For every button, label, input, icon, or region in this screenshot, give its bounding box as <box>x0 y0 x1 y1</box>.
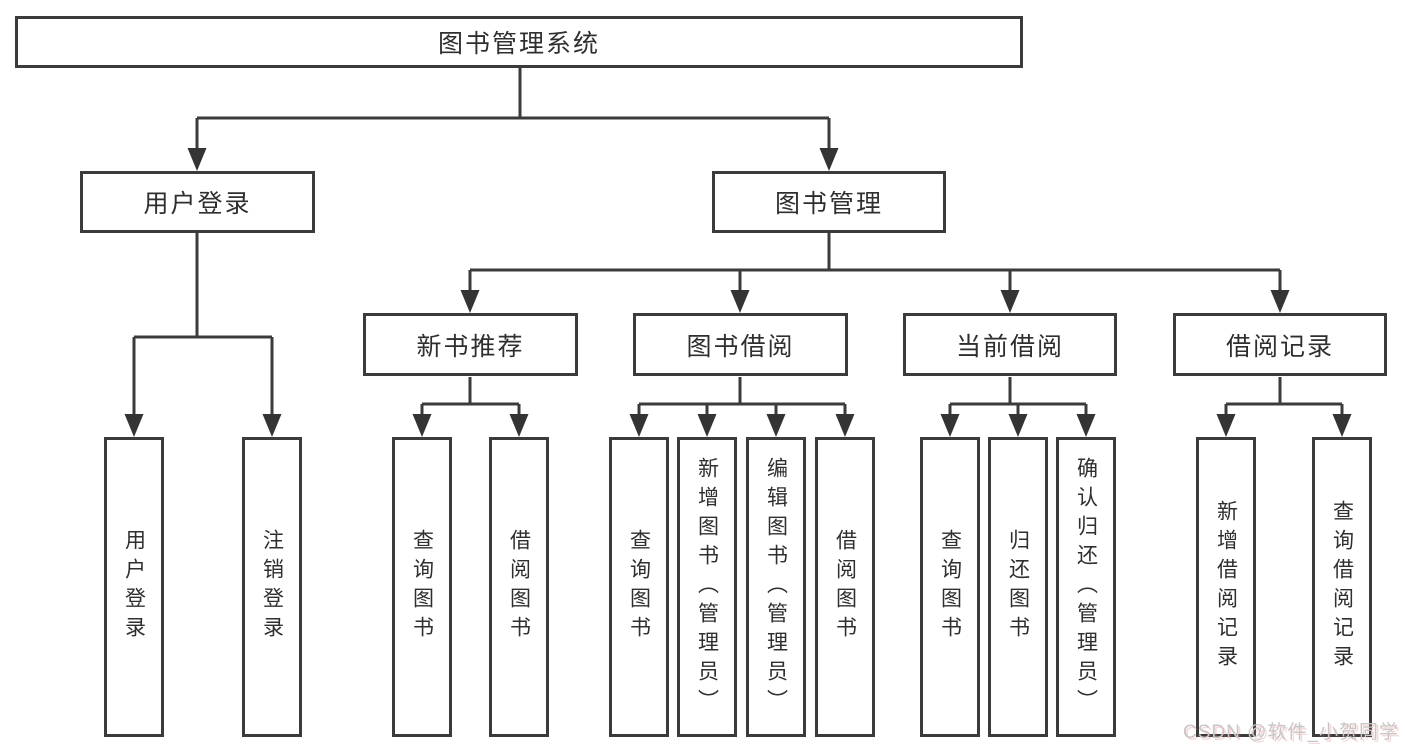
arrowhead-icon <box>940 414 960 437</box>
leaf-search-borrow-record-label: 查询借阅记录 <box>1330 500 1354 674</box>
arrowhead-icon <box>819 148 839 171</box>
leaf-edit-book-admin-label: 编辑图书（管理员） <box>764 456 788 718</box>
node-borrow-records-label: 借阅记录 <box>1225 332 1334 361</box>
csdn-watermark: CSDN @软件_小贺同学 <box>1183 722 1399 743</box>
arrowhead-icon <box>730 290 750 313</box>
connector-borrow-records-children <box>1224 377 1344 418</box>
node-current-borrow: 当前借阅 <box>903 313 1117 376</box>
connector-new-book-recommend-children <box>420 377 521 418</box>
node-user-login: 用户登录 <box>80 171 315 233</box>
connector-root-to-level2 <box>195 68 831 150</box>
leaf-return-book-label: 归还图书 <box>1006 529 1030 645</box>
arrowhead-icon <box>187 148 207 171</box>
node-book-borrow: 图书借阅 <box>633 313 848 376</box>
connector-user-login-children <box>132 233 274 416</box>
leaf-user-login-label: 用户登录 <box>122 529 146 645</box>
leaf-return-book: 归还图书 <box>988 437 1048 737</box>
connector-current-borrow-children <box>948 377 1088 418</box>
leaf-search-book-3: 查询图书 <box>920 437 980 737</box>
leaf-logout: 注销登录 <box>242 437 302 737</box>
node-new-book-recommend-label: 新书推荐 <box>416 332 525 361</box>
leaf-edit-book-admin: 编辑图书（管理员） <box>746 437 806 737</box>
arrowhead-icon <box>460 290 480 313</box>
arrowhead-icon <box>1332 414 1352 437</box>
leaf-search-book-2: 查询图书 <box>609 437 669 737</box>
arrowhead-icon <box>1000 290 1020 313</box>
arrowhead-icon <box>1008 414 1028 437</box>
node-current-borrow-label: 当前借阅 <box>955 332 1064 361</box>
connector-book-management-children <box>468 233 1282 292</box>
leaf-add-book-admin: 新增图书（管理员） <box>677 437 737 737</box>
node-book-management: 图书管理 <box>712 171 946 233</box>
leaf-add-borrow-record-label: 新增借阅记录 <box>1214 500 1238 674</box>
leaf-user-login: 用户登录 <box>104 437 164 737</box>
leaf-search-borrow-record: 查询借阅记录 <box>1312 437 1372 737</box>
node-user-login-label: 用户登录 <box>143 190 252 218</box>
arrowhead-icon <box>1216 414 1236 437</box>
leaf-search-book-1-label: 查询图书 <box>410 529 434 645</box>
node-book-management-label: 图书管理 <box>774 190 883 218</box>
leaf-confirm-return-admin-label: 确认归还（管理员） <box>1074 456 1098 718</box>
leaf-logout-label: 注销登录 <box>260 529 284 645</box>
leaf-borrow-book-1: 借阅图书 <box>489 437 549 737</box>
arrowhead-icon <box>1076 414 1096 437</box>
arrowhead-icon <box>262 414 282 437</box>
arrowhead-icon <box>412 414 432 437</box>
node-library-system-label: 图书管理系统 <box>437 30 600 58</box>
arrowhead-icon <box>697 414 717 437</box>
leaf-borrow-book-2: 借阅图书 <box>815 437 875 737</box>
leaf-borrow-book-1-label: 借阅图书 <box>507 529 531 645</box>
node-borrow-records: 借阅记录 <box>1173 313 1387 376</box>
leaf-confirm-return-admin: 确认归还（管理员） <box>1056 437 1116 737</box>
arrowhead-icon <box>629 414 649 437</box>
arrowhead-icon <box>124 414 144 437</box>
leaf-search-book-3-label: 查询图书 <box>938 529 962 645</box>
arrowhead-icon <box>509 414 529 437</box>
arrowhead-icon <box>766 414 786 437</box>
node-new-book-recommend: 新书推荐 <box>363 313 578 376</box>
connector-book-borrow-children <box>637 377 847 418</box>
node-library-system: 图书管理系统 <box>15 16 1023 68</box>
arrowhead-icon <box>835 414 855 437</box>
leaf-add-borrow-record: 新增借阅记录 <box>1196 437 1256 737</box>
leaf-add-book-admin-label: 新增图书（管理员） <box>695 456 719 718</box>
arrowhead-icon <box>1270 290 1290 313</box>
leaf-borrow-book-2-label: 借阅图书 <box>833 529 857 645</box>
node-book-borrow-label: 图书借阅 <box>686 332 795 361</box>
leaf-search-book-1: 查询图书 <box>392 437 452 737</box>
leaf-search-book-2-label: 查询图书 <box>627 529 651 645</box>
